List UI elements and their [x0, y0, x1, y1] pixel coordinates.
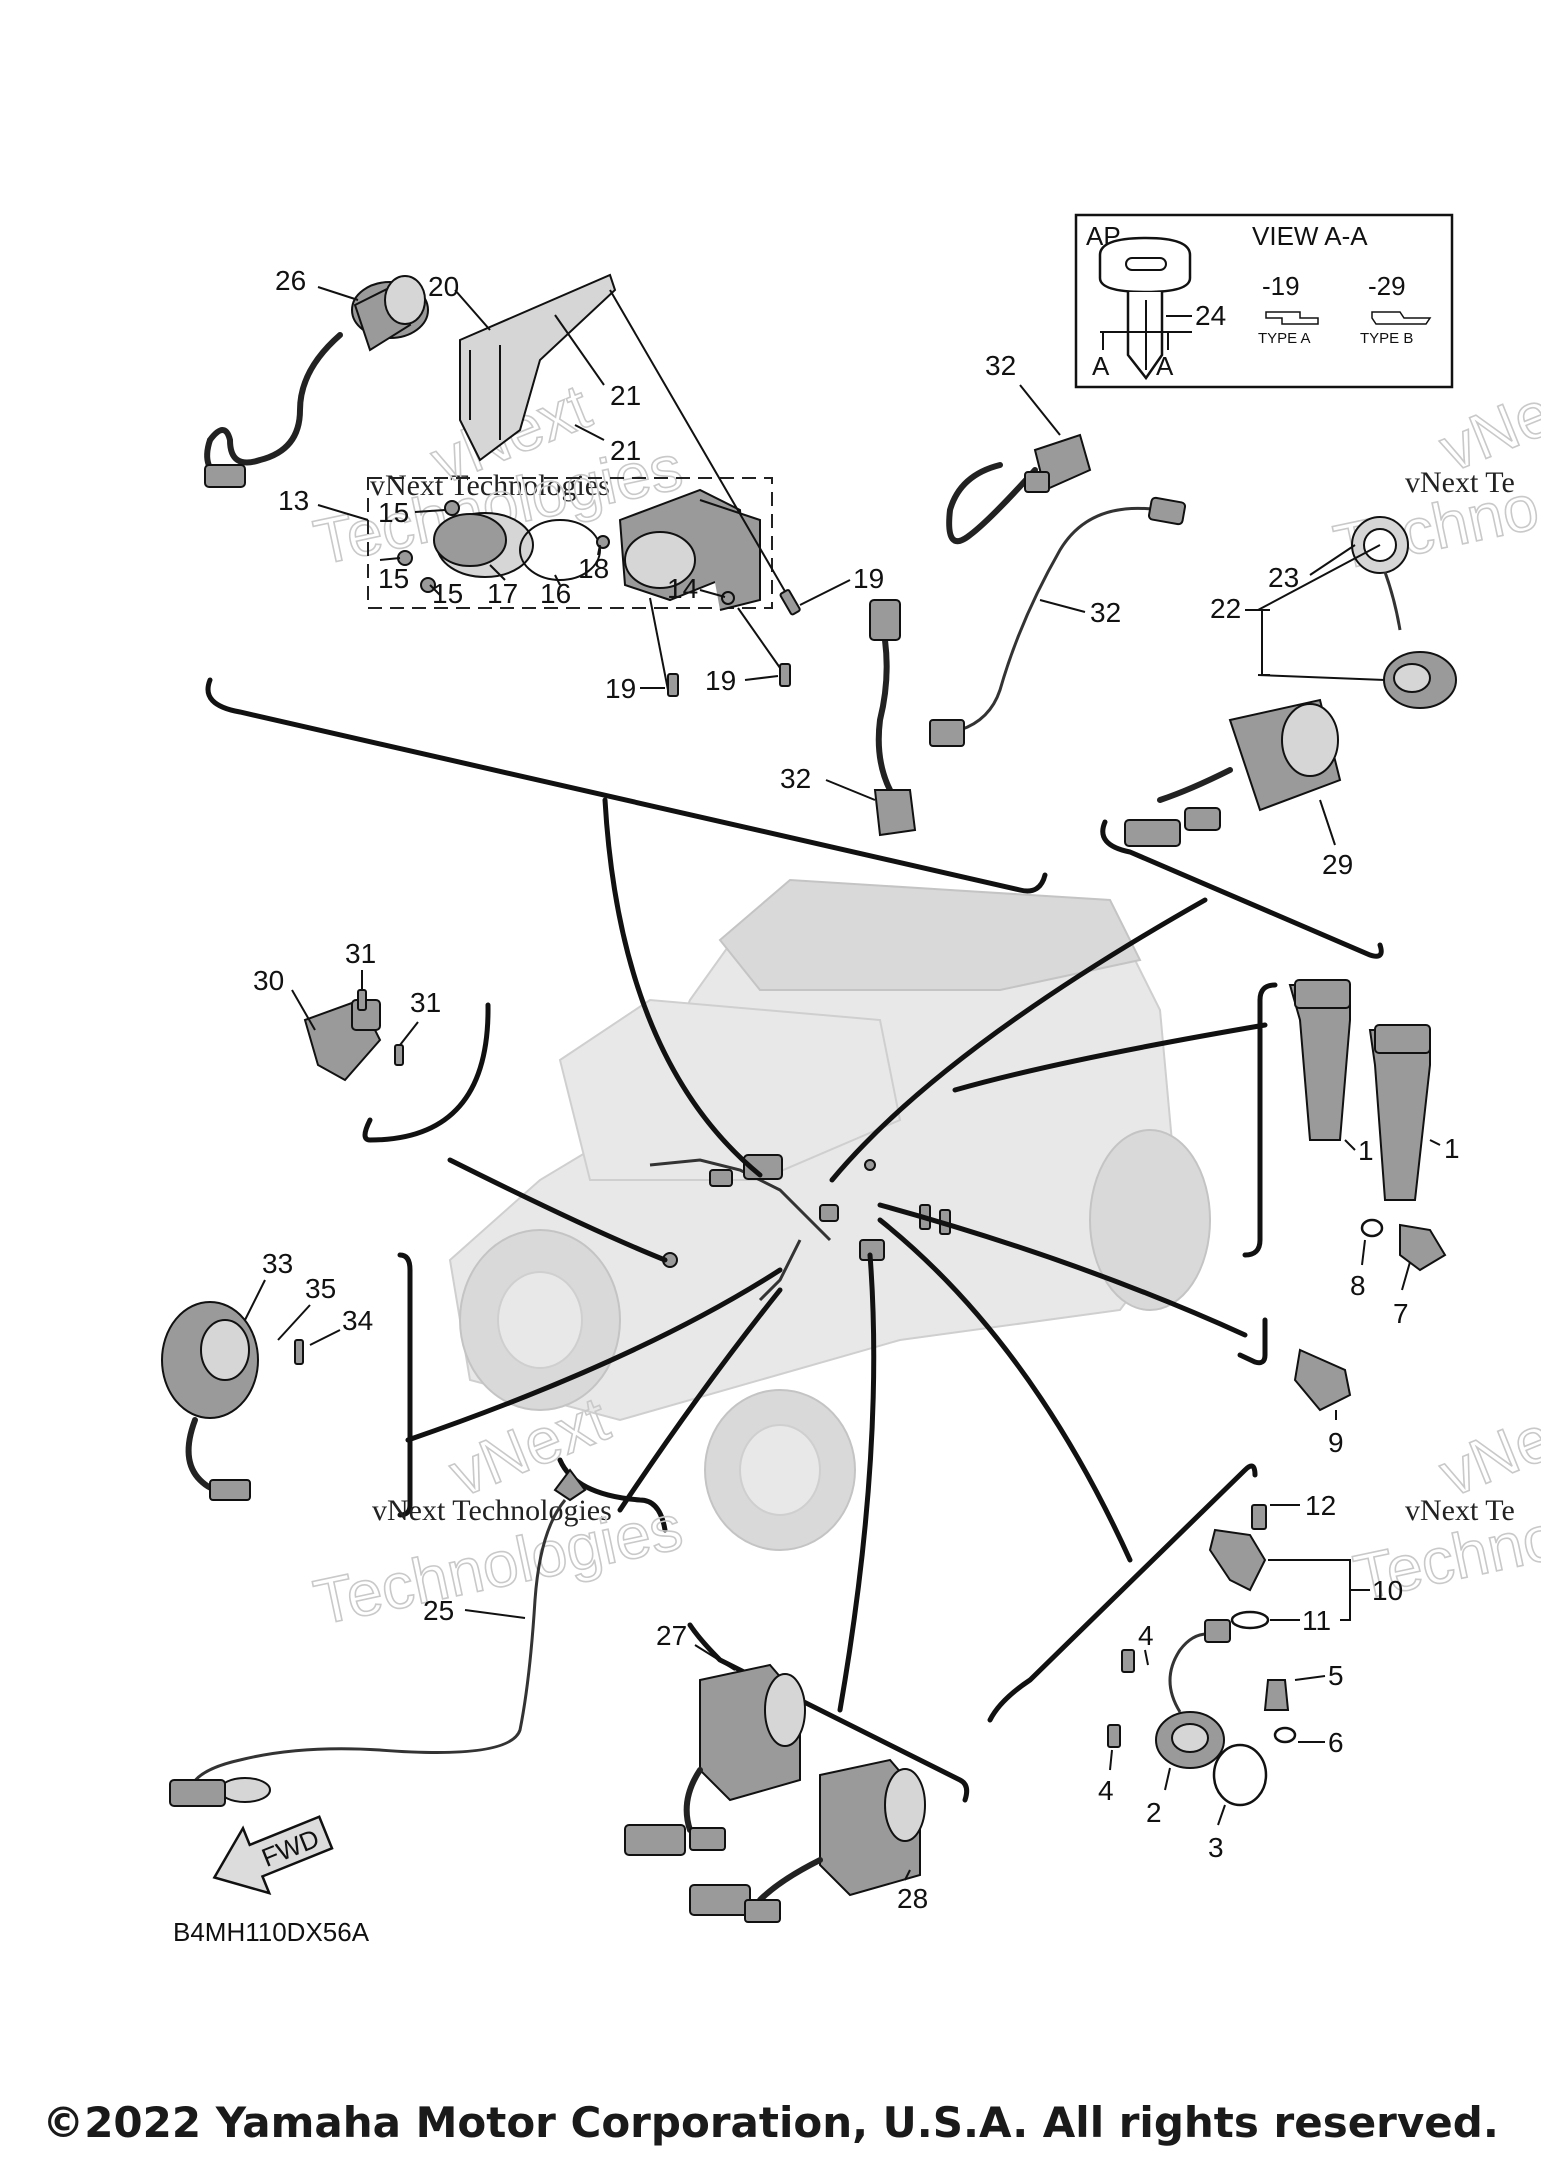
sensor-32-a — [946, 433, 1092, 544]
group-brackets — [205, 677, 1384, 1803]
callout-3: 3 — [1208, 1832, 1224, 1863]
socket-26 — [204, 275, 429, 488]
fwd-arrow: FWD — [212, 1815, 334, 1895]
watermark-brand-1: vNext Technologies — [370, 469, 610, 502]
switch-9 — [1293, 1348, 1352, 1412]
callout-16: 16 — [540, 578, 571, 609]
ignition-switch-22 — [1351, 516, 1457, 709]
sensor-30 — [303, 989, 404, 1082]
callout-10: 10 — [1372, 1575, 1403, 1606]
callout-21b: 21 — [610, 435, 641, 466]
callout-11: 11 — [1302, 1605, 1331, 1636]
ignition-coil-1b — [1368, 1024, 1431, 1201]
callout-31b: 31 — [410, 987, 441, 1018]
callout-5: 5 — [1328, 1660, 1344, 1691]
callout-9: 9 — [1328, 1427, 1344, 1458]
callout-2: 2 — [1146, 1797, 1162, 1828]
callout-33: 33 — [262, 1248, 293, 1279]
watermark-brand-4: vNext Te — [1405, 1494, 1515, 1527]
view-title: VIEW A-A — [1252, 221, 1368, 251]
callout-20: 20 — [428, 271, 459, 302]
callout-31a: 31 — [345, 938, 376, 969]
callout-15b: 15 — [378, 563, 409, 594]
callout-30: 30 — [253, 965, 284, 996]
callout-26: 26 — [275, 265, 306, 296]
callout-13: 13 — [278, 485, 309, 516]
callout-23: 23 — [1268, 562, 1299, 593]
callout-34: 34 — [342, 1305, 373, 1336]
callout-25: 25 — [423, 1595, 454, 1626]
callout-17: 17 — [487, 578, 518, 609]
callout-12: 12 — [1305, 1490, 1336, 1521]
copyright-notice: ©2022 Yamaha Motor Corporation, U.S.A. A… — [42, 2098, 1499, 2147]
throttle-body-assembly — [397, 488, 761, 611]
washer-6 — [1273, 1726, 1297, 1744]
sensor-32-b — [929, 496, 1187, 747]
switch-29 — [1124, 698, 1342, 847]
section-mark-right: A — [1156, 351, 1174, 381]
callout-32c: 32 — [780, 763, 811, 794]
assembly-box-13 — [367, 477, 773, 609]
callout-22: 22 — [1210, 593, 1241, 624]
ignition-coil-1a — [1288, 979, 1351, 1141]
callout-32b: 32 — [1090, 597, 1121, 628]
watermark-brand-2: vNext Te — [1405, 466, 1515, 499]
horn-33 — [161, 1301, 259, 1501]
switch-28 — [689, 1758, 926, 1923]
callout-24: 24 — [1195, 300, 1226, 331]
callout-1a: 1 — [1358, 1135, 1374, 1166]
section-mark-left: A — [1092, 351, 1110, 381]
sensor-32-c — [869, 599, 917, 837]
callout-7: 7 — [1393, 1298, 1409, 1329]
vehicle-illustration — [448, 878, 1211, 1551]
bracket-20 — [459, 273, 617, 462]
callout-19a: 19 — [853, 563, 884, 594]
pointer-lines — [405, 797, 1268, 1713]
sensor-2 — [1107, 1619, 1268, 1807]
type-b-label: TYPE B — [1360, 330, 1413, 347]
callout-32a: 32 — [985, 350, 1016, 381]
callout-4a: 4 — [1138, 1620, 1154, 1651]
callout-19c: 19 — [705, 665, 736, 696]
callout-18: 18 — [578, 553, 609, 584]
type-b-ref: -29 — [1368, 271, 1406, 301]
callout-8: 8 — [1350, 1270, 1366, 1301]
callout-15c: 15 — [432, 578, 463, 609]
diagram-code: B4MH110DX56A — [173, 1917, 370, 1947]
sensor-10 — [1208, 1504, 1270, 1630]
sensor-25 — [169, 1468, 587, 1807]
key-icon — [1098, 236, 1192, 381]
callout-6: 6 — [1328, 1727, 1344, 1758]
callout-29: 29 — [1322, 849, 1353, 880]
callout-4b: 4 — [1098, 1775, 1114, 1806]
sensor-5 — [1263, 1679, 1290, 1711]
view-a-a-box: AP VIEW A-A A A 24 -19 -29 TYPE A TYPE B — [1074, 213, 1454, 389]
callout-27: 27 — [656, 1620, 687, 1651]
callout-28: 28 — [897, 1883, 928, 1914]
switch-27 — [624, 1663, 806, 1856]
callout-14: 14 — [667, 573, 698, 604]
type-a-label: TYPE A — [1258, 330, 1311, 347]
callout-19b: 19 — [605, 673, 636, 704]
callout-35: 35 — [305, 1273, 336, 1304]
callout-21a: 21 — [610, 380, 641, 411]
callout-15a: 15 — [378, 497, 409, 528]
type-a-ref: -19 — [1262, 271, 1300, 301]
callout-1b: 1 — [1444, 1133, 1460, 1164]
